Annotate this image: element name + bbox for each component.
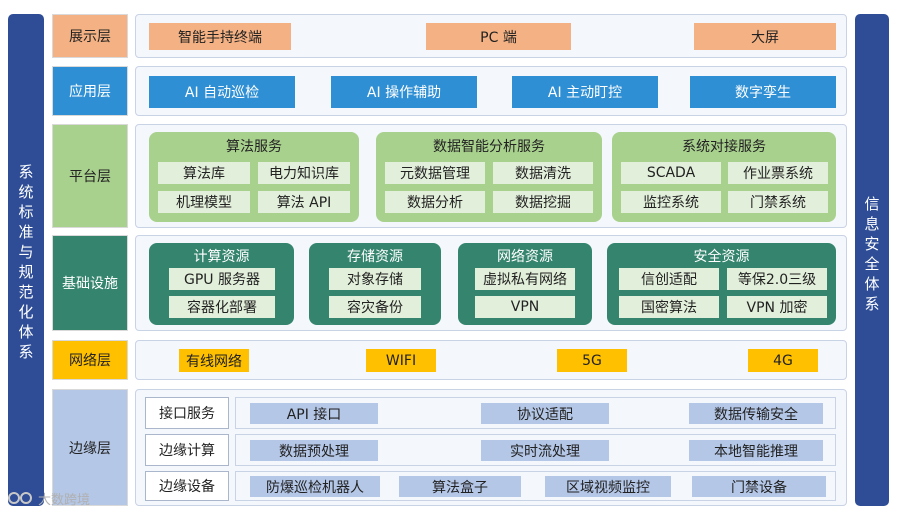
sidebar-char: 范: [18, 283, 34, 301]
edge-item: 区域视频监控: [545, 476, 671, 497]
platform-item: 元数据管理: [385, 162, 485, 184]
edge-subrow: 防爆巡检机器人 算法盒子 区域视频监控 门禁设备: [235, 471, 836, 501]
infra-group-title: 计算资源: [193, 249, 250, 265]
infra-item: 对象存储: [329, 268, 421, 290]
infra-group-compute: 计算资源 GPU 服务器 容器化部署: [149, 243, 294, 325]
infra-item: 容灾备份: [329, 296, 421, 318]
application-layer-row: AI 自动巡检 AI 操作辅助 AI 主动盯控 数字孪生: [135, 66, 847, 116]
platform-item: 数据挖掘: [493, 191, 593, 213]
edge-item: 数据传输安全: [689, 403, 823, 424]
network-item-wifi: WIFI: [366, 349, 436, 372]
edge-row-label: 边缘计算: [145, 434, 229, 466]
watermark: 大数跨境: [8, 488, 90, 508]
edge-item: API 接口: [250, 403, 378, 424]
infra-group-title: 存储资源: [347, 249, 403, 265]
edge-item: 数据预处理: [250, 440, 378, 461]
sidebar-char: 与: [18, 243, 34, 261]
infra-item: VPN: [475, 296, 575, 318]
infra-group-title: 安全资源: [693, 249, 750, 265]
infrastructure-layer-row: 计算资源 GPU 服务器 容器化部署 存储资源 对象存储 容灾备份 网络资源 虚…: [135, 235, 847, 331]
edge-row-label: 接口服务: [145, 397, 229, 429]
layer-label-edge: 边缘层: [52, 389, 128, 506]
right-sidebar-security: 信息安全体系: [855, 14, 889, 506]
network-item-5g: 5G: [557, 349, 627, 372]
sidebar-char: 统: [18, 183, 34, 201]
watermark-logo-icon: [8, 492, 32, 504]
presentation-item-handheld: 智能手持终端: [149, 23, 291, 50]
sidebar-char: 信: [864, 195, 880, 213]
network-item-wired: 有线网络: [179, 349, 249, 372]
edge-subrow: 数据预处理 实时流处理 本地智能推理: [235, 434, 836, 466]
sidebar-char: 规: [18, 263, 34, 281]
sidebar-char: 全: [864, 255, 880, 273]
platform-item: 监控系统: [621, 191, 721, 213]
platform-item: 电力知识库: [258, 162, 350, 184]
platform-item: 数据清洗: [493, 162, 593, 184]
network-layer-row: 有线网络 WIFI 5G 4G: [135, 340, 847, 380]
infra-group-storage: 存储资源 对象存储 容灾备份: [309, 243, 441, 325]
infra-item: GPU 服务器: [169, 268, 275, 290]
layer-label-presentation: 展示层: [52, 14, 128, 58]
platform-item: 作业票系统: [728, 162, 828, 184]
platform-item: 门禁系统: [728, 191, 828, 213]
right-sidebar-title: 信息安全体系: [855, 194, 889, 314]
sidebar-char: 标: [18, 203, 34, 221]
application-item-active-monitoring: AI 主动盯控: [512, 76, 658, 108]
platform-group-title: 数据智能分析服务: [433, 139, 545, 155]
platform-group-title: 系统对接服务: [682, 139, 766, 155]
application-item-digital-twin: 数字孪生: [690, 76, 836, 108]
infra-item: 容器化部署: [169, 296, 275, 318]
sidebar-char: 系: [18, 343, 34, 361]
edge-layer-row: 接口服务 API 接口 协议适配 数据传输安全 边缘计算 数据预处理 实时流处理…: [135, 389, 847, 506]
sidebar-char: 系: [864, 295, 880, 313]
infra-item: 等保2.0三级: [727, 268, 827, 290]
infra-group-network: 网络资源 虚拟私有网络 VPN: [458, 243, 592, 325]
application-item-auto-inspection: AI 自动巡检: [149, 76, 295, 108]
edge-row-label: 边缘设备: [145, 471, 229, 501]
edge-item: 算法盒子: [399, 476, 521, 497]
sidebar-char: 安: [864, 235, 880, 253]
platform-group-algorithm: 算法服务 算法库 电力知识库 机理模型 算法 API: [149, 132, 359, 222]
infra-item: 信创适配: [619, 268, 719, 290]
platform-item: 算法 API: [258, 191, 350, 213]
platform-group-data-analysis: 数据智能分析服务 元数据管理 数据清洗 数据分析 数据挖掘: [376, 132, 602, 222]
infra-item: 虚拟私有网络: [475, 268, 575, 290]
sidebar-char: 息: [864, 215, 880, 233]
platform-item: SCADA: [621, 162, 721, 184]
layer-label-network: 网络层: [52, 340, 128, 380]
platform-group-system-integration: 系统对接服务 SCADA 作业票系统 监控系统 门禁系统: [612, 132, 836, 222]
network-item-4g: 4G: [748, 349, 818, 372]
presentation-layer-row: 智能手持终端 PC 端 大屏: [135, 14, 847, 58]
platform-layer-row: 算法服务 算法库 电力知识库 机理模型 算法 API 数据智能分析服务 元数据管…: [135, 124, 847, 228]
layer-label-infrastructure: 基础设施: [52, 235, 128, 331]
platform-item: 机理模型: [158, 191, 250, 213]
layer-label-application: 应用层: [52, 66, 128, 116]
layer-label-platform: 平台层: [52, 124, 128, 228]
infra-group-title: 网络资源: [497, 249, 553, 265]
infra-group-security: 安全资源 信创适配 等保2.0三级 国密算法 VPN 加密: [607, 243, 836, 325]
sidebar-char: 体: [18, 323, 34, 341]
left-sidebar-standards: 系统标准与规范化体系: [8, 14, 44, 506]
platform-group-title: 算法服务: [226, 139, 282, 155]
edge-item: 协议适配: [481, 403, 609, 424]
sidebar-char: 体: [864, 275, 880, 293]
platform-item: 算法库: [158, 162, 250, 184]
edge-subrow: API 接口 协议适配 数据传输安全: [235, 397, 836, 429]
application-item-operation-assist: AI 操作辅助: [331, 76, 477, 108]
infra-item: 国密算法: [619, 296, 719, 318]
sidebar-char: 准: [18, 223, 34, 241]
platform-item: 数据分析: [385, 191, 485, 213]
edge-item: 本地智能推理: [689, 440, 823, 461]
presentation-item-bigscreen: 大屏: [694, 23, 836, 50]
edge-item: 防爆巡检机器人: [250, 476, 380, 497]
sidebar-char: 化: [18, 303, 34, 321]
left-sidebar-title: 系统标准与规范化体系: [8, 162, 44, 362]
presentation-item-pc: PC 端: [426, 23, 571, 50]
infra-item: VPN 加密: [727, 296, 827, 318]
edge-item: 门禁设备: [692, 476, 826, 497]
watermark-text: 大数跨境: [38, 492, 91, 508]
sidebar-char: 系: [18, 163, 34, 181]
edge-item: 实时流处理: [481, 440, 609, 461]
